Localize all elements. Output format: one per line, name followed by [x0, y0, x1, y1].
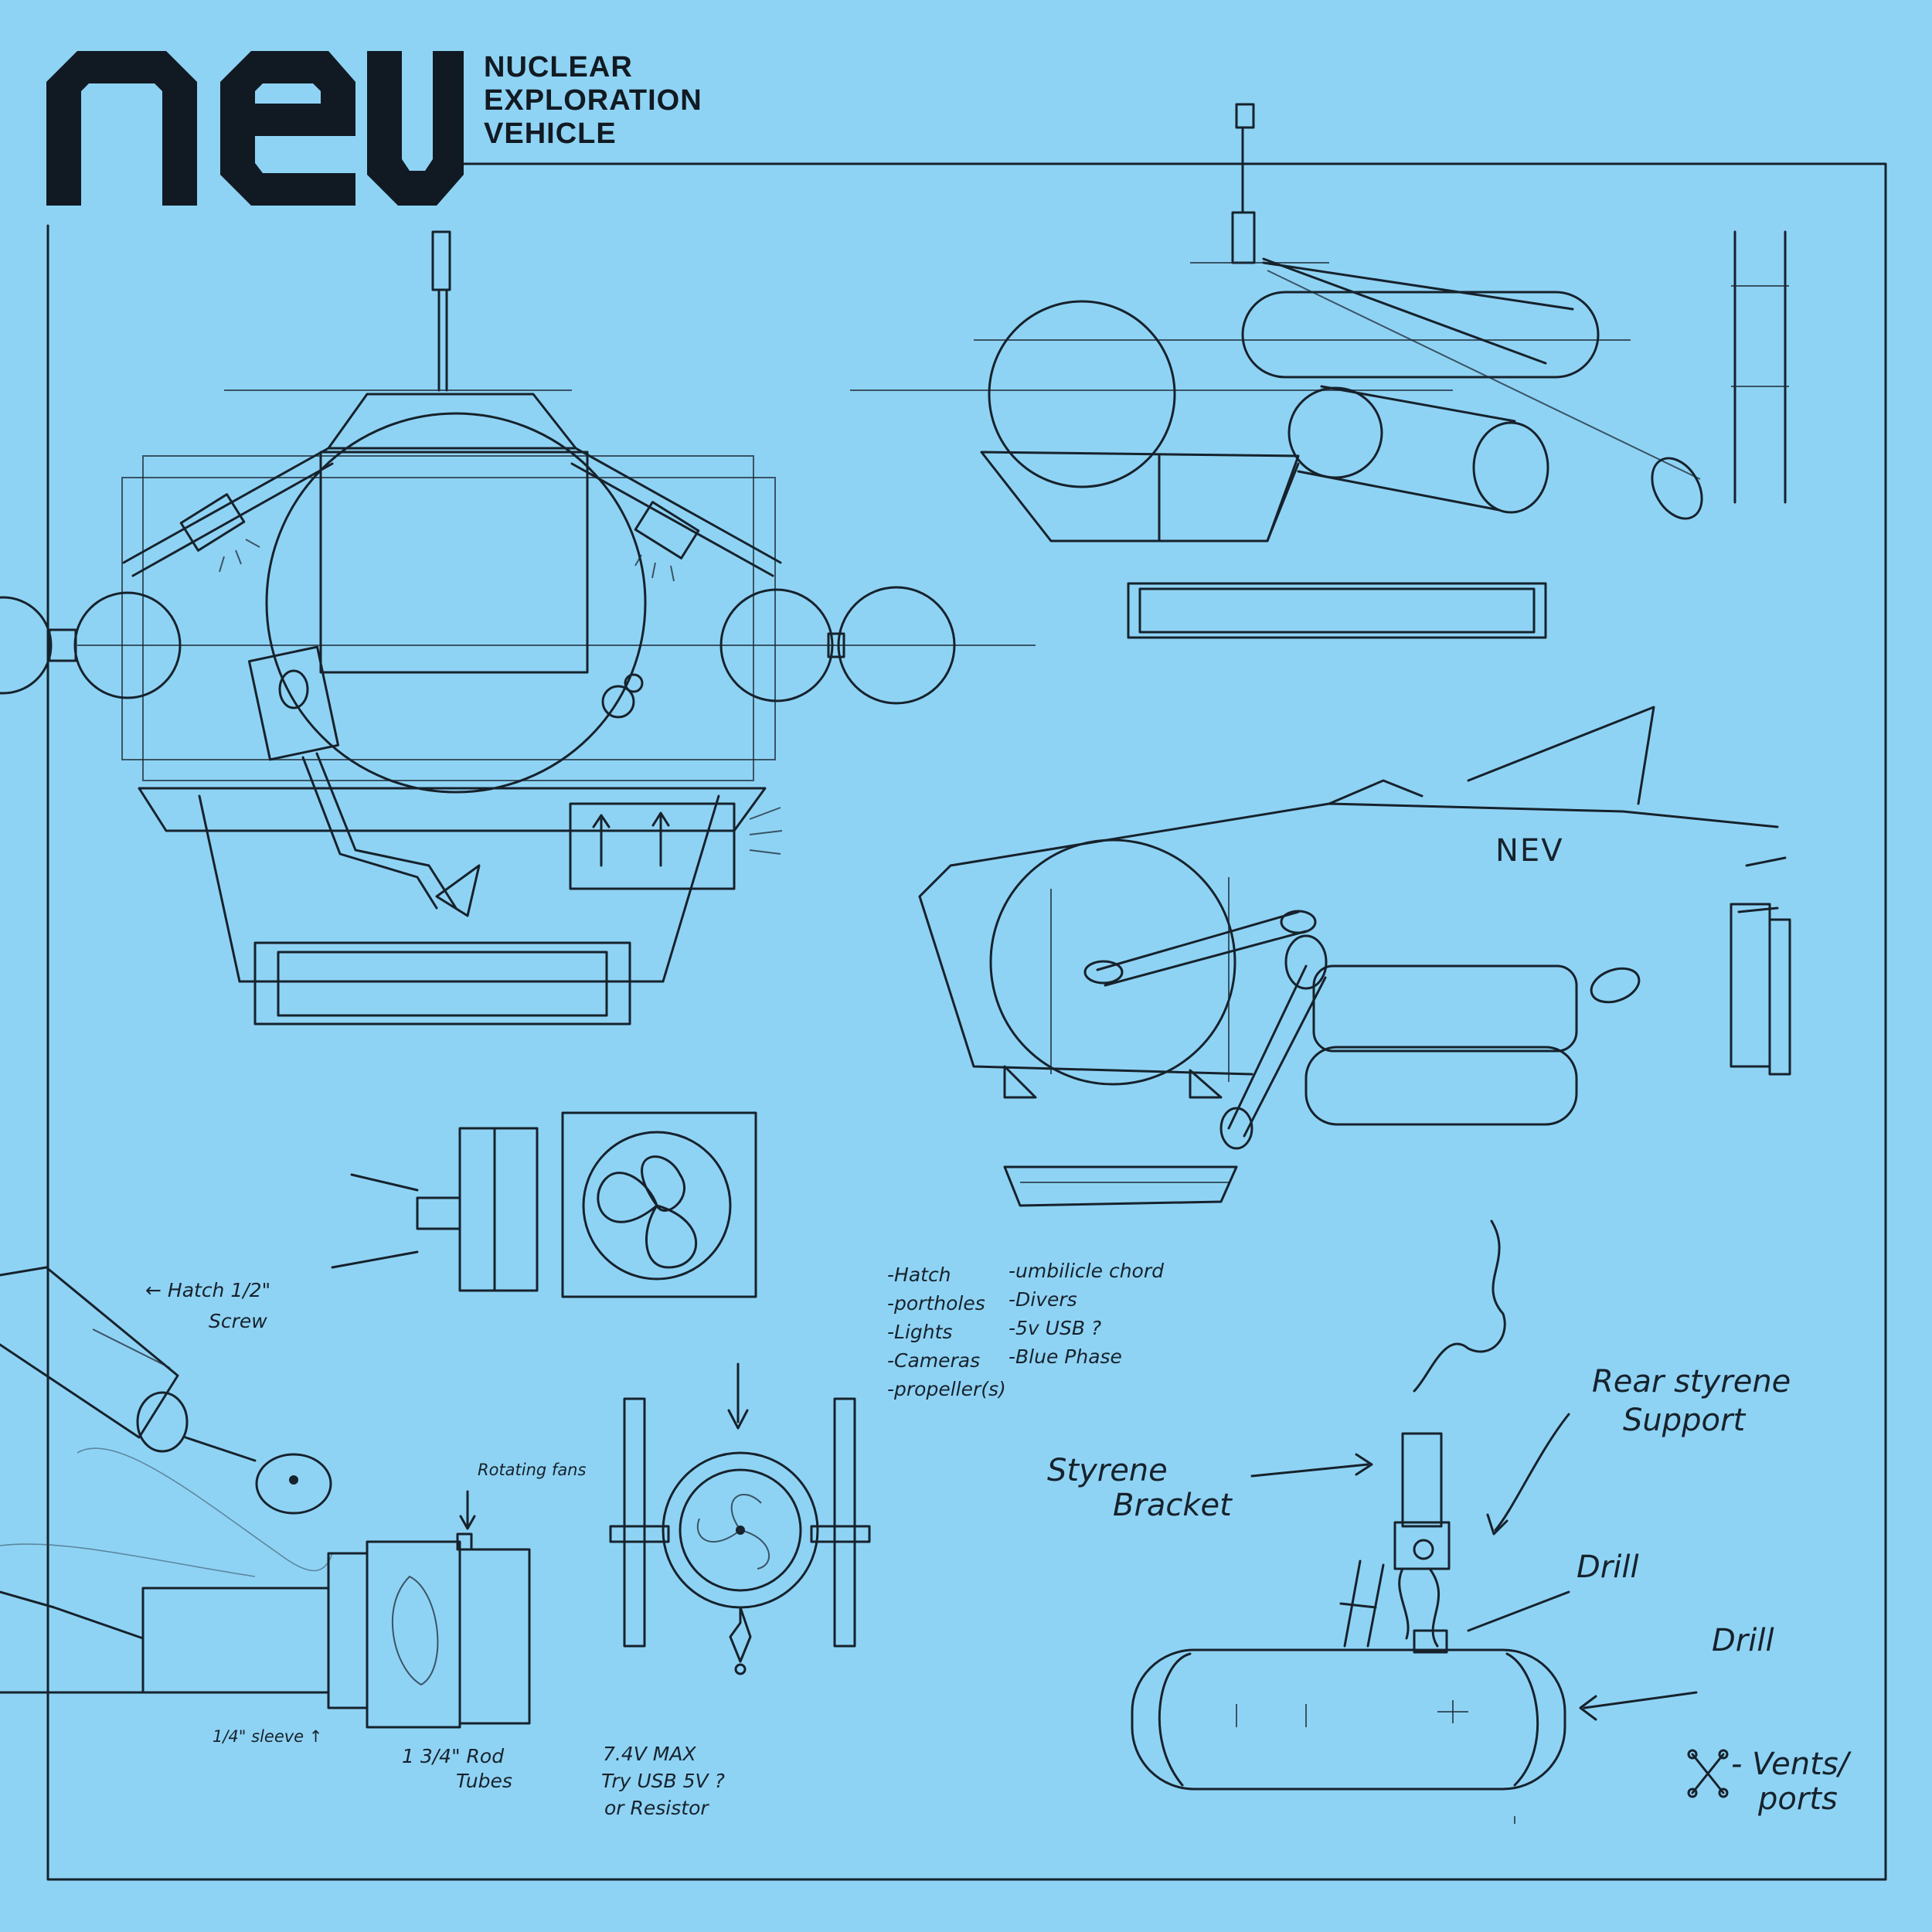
feature-umbilical: -umbilicle chord	[1009, 1260, 1164, 1282]
fan-front-drawing	[609, 1362, 871, 1675]
hatch-note-line-2: Screw	[209, 1310, 267, 1332]
front-view-drawing	[0, 230, 1036, 1026]
logo-subtitle-line-3: VEHICLE	[484, 117, 617, 150]
styrene-bracket-note-line-1: Styrene	[1047, 1453, 1168, 1488]
nev-logo-mark	[46, 51, 464, 206]
feature-lights: -Lights	[887, 1321, 953, 1343]
power-note-line-2: Try USB 5V ?	[601, 1770, 725, 1792]
feature-propellers: -propeller(s)	[887, 1378, 1006, 1400]
front-net-basket	[253, 941, 631, 1026]
vents-note-line-2: ports	[1758, 1781, 1838, 1817]
light-right	[634, 501, 700, 582]
fan-housing-drawing	[331, 1111, 757, 1298]
vents-note-line-1: - Vents/	[1731, 1747, 1849, 1782]
rod-tubes-note-line-1: 1 3/4" Rod	[402, 1745, 505, 1767]
feature-usb: -5v USB ?	[1009, 1317, 1102, 1339]
sleeve-note: 1/4" sleeve ↑	[213, 1727, 323, 1746]
tank-bracket-drawing	[1131, 1219, 1729, 1824]
page-frame	[46, 162, 1887, 1881]
logo-subtitle-line-2: EXPLORATION	[484, 84, 702, 117]
feature-hatch: -Hatch	[887, 1264, 951, 1286]
perspective-view-drawing	[918, 706, 1791, 1207]
styrene-bracket-note-line-2: Bracket	[1113, 1488, 1232, 1523]
rotating-fans-note: Rotating fans	[478, 1461, 587, 1479]
arm-fan-detail-drawing	[0, 1266, 531, 1729]
hatch-note-line-1: ← Hatch 1/2"	[145, 1279, 271, 1301]
power-note-line-3: or Resistor	[604, 1797, 709, 1819]
power-note-line-1: 7.4V MAX	[603, 1743, 696, 1765]
rear-support-note-line-2: Support	[1623, 1403, 1746, 1438]
feature-portholes: -portholes	[887, 1292, 985, 1315]
feature-cameras: -Cameras	[887, 1349, 981, 1372]
light-left	[179, 493, 260, 573]
logo-subtitle-line-1: NUCLEAR	[484, 51, 633, 83]
drill-note-2: Drill	[1712, 1623, 1774, 1658]
drill-note-1: Drill	[1577, 1549, 1639, 1585]
side-view-drawing	[850, 103, 1789, 639]
rod-tubes-note-line-2: Tubes	[456, 1770, 512, 1792]
nev-logo: NUCLEAR EXPLORATION VEHICLE	[46, 51, 742, 213]
side-net-basket	[1127, 582, 1547, 639]
feature-blue-phase: -Blue Phase	[1009, 1345, 1122, 1368]
feature-divers: -Divers	[1009, 1288, 1077, 1311]
hull-label: NEV	[1495, 833, 1564, 869]
logo-subtitle: NUCLEAR EXPLORATION VEHICLE	[484, 51, 702, 151]
rear-support-note-line-1: Rear styrene	[1592, 1364, 1791, 1400]
